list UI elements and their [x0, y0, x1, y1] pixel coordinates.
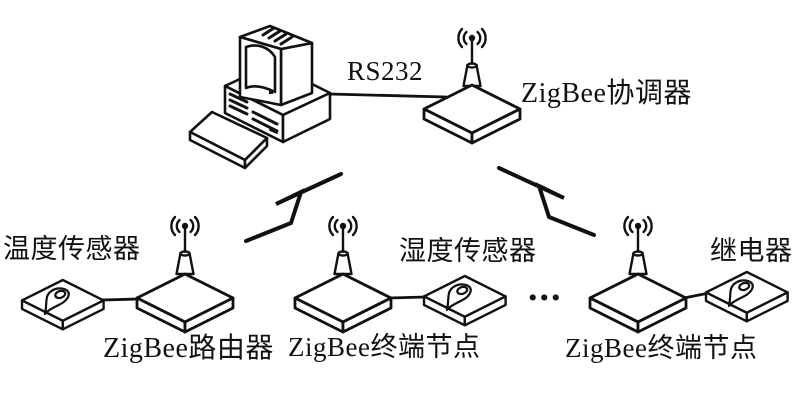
antenna-icon [169, 215, 201, 276]
computer-case-vents [228, 92, 279, 134]
zigbee-end-node-2-device [588, 215, 688, 334]
sensor-box-icon [422, 274, 507, 327]
computer-case-side [281, 91, 332, 144]
zigbee-end-node-1-device [293, 215, 393, 334]
rs232-link-line [327, 92, 448, 99]
computer-icon [188, 24, 332, 170]
relay-device [704, 270, 789, 323]
monitor-power-dot [269, 90, 273, 94]
sensor-box-icon [704, 270, 789, 323]
router-label: ZigBee路由器 [103, 333, 274, 364]
zigbee-box-icon [422, 83, 522, 145]
temperature-sensor-device [20, 278, 105, 331]
lightning-right-icon [497, 166, 596, 237]
coordinator-label: ZigBee协调器 [521, 78, 692, 109]
zigbee-box-icon [588, 272, 688, 334]
humidity-sensor-label: 湿度传感器 [399, 236, 537, 266]
end-node-1-label: ZigBee终端节点 [288, 332, 481, 362]
humidity-sensor-device [422, 274, 507, 327]
sensor-box-icon [20, 278, 105, 331]
monitor-vents [261, 26, 294, 46]
zigbee-box-icon [293, 272, 393, 334]
keyboard-side [243, 136, 269, 170]
ellipsis-label: ... [528, 267, 563, 309]
relay-label: 继电器 [710, 236, 793, 266]
monitor-side [279, 41, 314, 107]
temperature-sensor-label: 温度传感器 [3, 234, 141, 264]
humidity-sensor-link-line [387, 295, 428, 300]
rs232-label: RS232 [347, 56, 424, 86]
antenna-icon [622, 215, 654, 276]
zigbee-router-device [135, 215, 235, 334]
temp-sensor-link-line [100, 297, 141, 302]
antenna-icon [456, 27, 488, 88]
lightning-left-icon [244, 172, 343, 243]
antenna-icon [327, 215, 359, 276]
zigbee-box-icon [135, 272, 235, 334]
end-node-2-label: ZigBee终端节点 [565, 333, 758, 363]
zigbee-coordinator-device [422, 27, 522, 145]
monitor-screen [244, 44, 277, 94]
